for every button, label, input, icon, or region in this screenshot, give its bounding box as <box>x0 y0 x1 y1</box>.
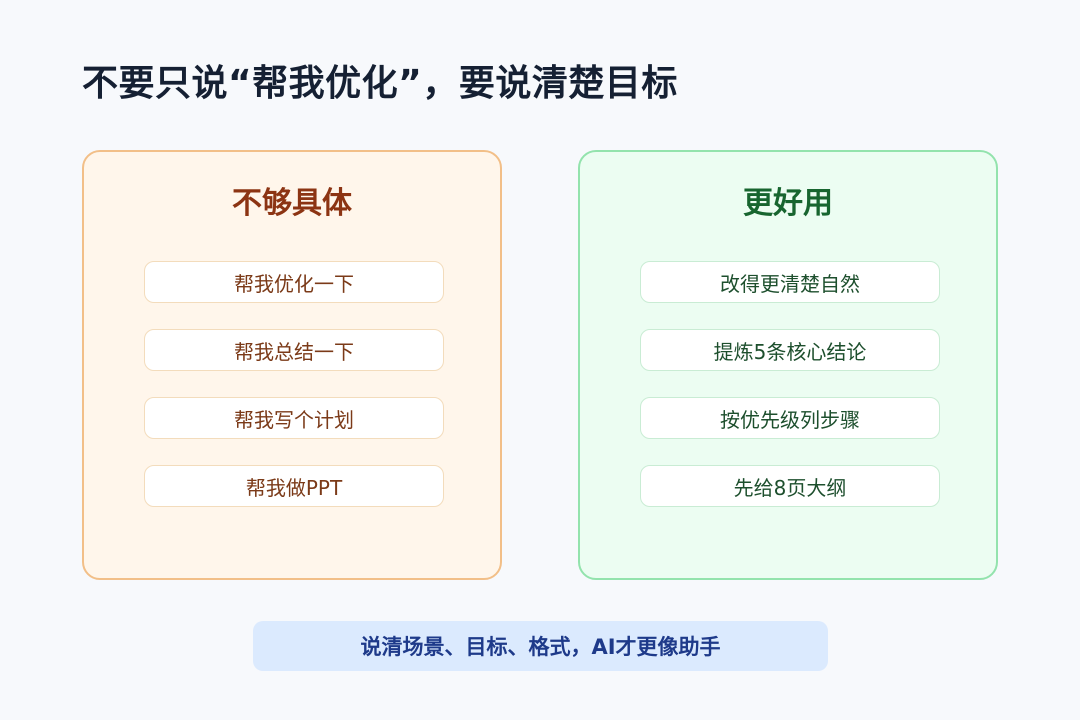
vague-item-optimize: 帮我优化一下 <box>144 261 444 303</box>
better-item-steps: 按优先级列步骤 <box>640 397 940 439</box>
better-prompts-panel: 更好用 改得更清楚自然 提炼5条核心结论 按优先级列步骤 先给8页大纲 <box>578 150 998 580</box>
footer-banner: 说清场景、目标、格式，AI才更像助手 <box>253 621 828 671</box>
better-item-outline: 先给8页大纲 <box>640 465 940 507</box>
vague-prompts-panel: 不够具体 帮我优化一下 帮我总结一下 帮我写个计划 帮我做PPT <box>82 150 502 580</box>
better-item-clearer: 改得更清楚自然 <box>640 261 940 303</box>
better-item-conclusions: 提炼5条核心结论 <box>640 329 940 371</box>
vague-panel-heading: 不够具体 <box>232 186 352 221</box>
vague-item-plan: 帮我写个计划 <box>144 397 444 439</box>
vague-item-ppt: 帮我做PPT <box>144 465 444 507</box>
vague-item-summarize: 帮我总结一下 <box>144 329 444 371</box>
page-title: 不要只说“帮我优化”，要说清楚目标 <box>82 63 678 104</box>
better-panel-heading: 更好用 <box>743 186 833 221</box>
